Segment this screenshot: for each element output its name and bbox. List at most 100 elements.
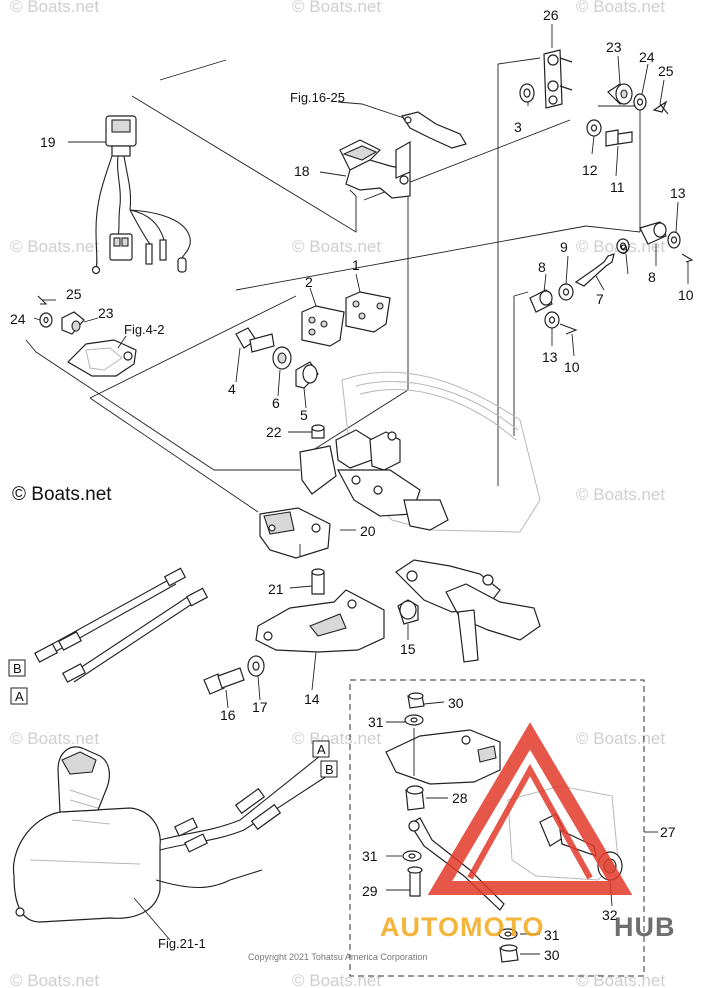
part-28-bushing[interactable] [405,785,425,811]
part-4-bolt[interactable] [235,327,275,353]
callout-8-lower[interactable]: 8 [538,259,546,275]
part-30-nut-bottom[interactable] [499,944,519,963]
cable-label-group: B A A B [8,659,338,778]
part-25-clip-top[interactable] [652,100,669,115]
part-8-joint-lower[interactable] [529,289,553,313]
callout-18[interactable]: 18 [294,163,310,179]
callout-30-bottom[interactable]: 30 [544,947,560,963]
part-18-cover[interactable] [339,139,411,199]
callout-7[interactable]: 7 [596,291,604,307]
callout-23-left[interactable]: 23 [98,305,114,321]
callout-9-right[interactable]: 9 [620,241,628,257]
cable-a-box-right [312,740,330,758]
part-20-bracket[interactable] [259,507,331,559]
callout-32[interactable]: 32 [602,907,618,923]
part-5-spacer[interactable] [295,361,319,389]
callout-3[interactable]: 3 [514,119,522,135]
callout-9-left[interactable]: 9 [560,239,568,255]
callout-30-top[interactable]: 30 [448,695,464,711]
part-24-washer-left[interactable] [39,312,53,328]
callout-31-top[interactable]: 31 [368,714,384,730]
callout-21[interactable]: 21 [268,581,284,597]
callout-19[interactable]: 19 [40,134,56,150]
part-9-bushing-lower[interactable] [558,283,574,301]
part-21-bolt[interactable] [311,568,325,595]
callout-12[interactable]: 12 [582,162,598,178]
part-14-plate[interactable] [255,589,385,653]
part-30-nut-top[interactable] [407,692,425,709]
callout-13-upper[interactable]: 13 [670,185,686,201]
watermark-text: © Boats.net [10,237,99,256]
callout-22[interactable]: 22 [266,424,282,440]
callout-23-top[interactable]: 23 [606,39,622,55]
watermark-text: © Boats.net [292,0,381,16]
part-31-washer-mid[interactable] [402,850,422,862]
kit-bracket [385,728,501,785]
part-22-nut[interactable] [311,424,325,439]
callout-10-upper[interactable]: 10 [678,287,694,303]
part-19-harness[interactable] [91,115,191,275]
part-24-washer-top[interactable] [633,93,647,111]
part-9-bushing-upper[interactable] [616,238,630,254]
fig-4-2-carb-part [67,339,137,377]
remote-control-box [12,746,331,923]
part-29-bolt[interactable] [407,866,423,897]
part-2-grommet[interactable] [301,305,345,347]
logo-text-hub: HUB [614,912,676,942]
callout-25-top[interactable]: 25 [658,63,674,79]
fig-4-2-label[interactable]: Fig.4-2 [124,322,164,337]
callout-31-bottom[interactable]: 31 [544,927,560,943]
callout-8-upper[interactable]: 8 [648,269,656,285]
watermark-text: © Boats.net [576,485,665,504]
copyright-text: Copyright 2021 Tohatsu America Corporati… [248,952,427,962]
callout-1[interactable]: 1 [352,257,360,273]
part-16-bolt[interactable] [203,667,245,695]
callout-15[interactable]: 15 [400,641,416,657]
callout-29[interactable]: 29 [362,883,378,899]
part-23-bushing-top[interactable] [607,83,633,105]
callout-5[interactable]: 5 [300,407,308,423]
part-12-washer[interactable] [586,119,602,137]
callout-31-mid[interactable]: 31 [362,848,378,864]
fig-21-1-label[interactable]: Fig.21-1 [158,936,206,951]
part-3-washer[interactable] [519,83,535,103]
callout-2[interactable]: 2 [305,274,313,290]
callout-13-lower[interactable]: 13 [542,349,558,365]
part-6-bushing[interactable] [272,346,292,370]
callout-24-top[interactable]: 24 [639,49,655,65]
part-13-washer-lower[interactable] [544,311,560,329]
callout-24-left[interactable]: 24 [10,311,26,327]
part-23-bushing-left[interactable] [61,311,85,335]
callout-16[interactable]: 16 [220,707,236,723]
part-31-washer-bottom[interactable] [498,928,518,940]
watermark-text: © Boats.net [10,971,99,988]
part-17-washer[interactable] [247,655,265,677]
part-10-pin-lower[interactable] [559,323,578,335]
callout-6[interactable]: 6 [272,395,280,411]
part-10-pin-upper[interactable] [681,253,694,263]
fig-16-25-bracket [401,111,467,149]
callout-27[interactable]: 27 [660,824,676,840]
fig-16-25-label[interactable]: Fig.16-25 [290,90,345,105]
part-1-grommet[interactable] [345,291,391,333]
cable-a-label-right: A [317,742,326,757]
callout-26[interactable]: 26 [543,7,559,23]
callout-28[interactable]: 28 [452,790,468,806]
part-11-bolt[interactable] [605,129,633,147]
part-25-clip-left[interactable] [37,295,48,305]
callout-10-lower[interactable]: 10 [564,359,580,375]
part-7-rod[interactable] [574,253,615,287]
part-26-link[interactable] [543,49,573,109]
callout-4[interactable]: 4 [228,381,236,397]
part-31-washer-top[interactable] [404,714,424,726]
part-13-washer-upper[interactable] [667,231,681,249]
callout-17[interactable]: 17 [252,699,268,715]
callout-20[interactable]: 20 [360,523,376,539]
part-8-joint-upper[interactable] [639,221,667,245]
callout-11[interactable]: 11 [610,179,625,195]
callout-25-left[interactable]: 25 [66,286,82,302]
watermark-text: © Boats.net [576,971,665,988]
callout-14[interactable]: 14 [304,691,320,707]
part-15-bushing[interactable] [397,599,419,625]
